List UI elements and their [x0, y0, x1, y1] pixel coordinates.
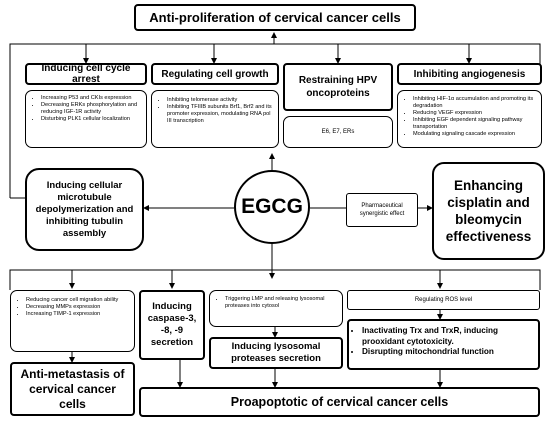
- list-item: Triggering LMP and releasing lysosomal p…: [225, 296, 338, 310]
- hpv-header: Restraining HPV oncoproteins: [283, 63, 393, 111]
- caspase-label: Inducing caspase-3, -8, -9 secretion: [147, 301, 197, 348]
- ros-box: Regulating ROS level: [347, 290, 540, 310]
- cell-cycle-list: Increasing P53 and CKIs expression Decre…: [30, 95, 142, 123]
- pharma-box: Pharmaceutical synergistic effect: [346, 193, 418, 227]
- list-item: Inhibiting TFIIIB subunits Brf1, Brf2 an…: [167, 104, 274, 125]
- cisplatin-box: Enhancing cisplatin and bleomycin effect…: [432, 162, 545, 260]
- angiogenesis-header-label: Inhibiting angiogenesis: [413, 68, 526, 80]
- list-item: Modulating signaling cascade expression: [413, 131, 537, 138]
- list-item: Increasing P53 and CKIs expression: [41, 95, 142, 102]
- cell-growth-header: Regulating cell growth: [151, 63, 279, 85]
- anti-metastasis-box: Anti-metastasis of cervical cancer cells: [10, 362, 135, 416]
- angiogenesis-list: Inhibiting HIF-1α accumulation and promo…: [402, 96, 537, 138]
- list-item: Decreasing MMPs expression: [26, 304, 130, 311]
- microtubule-box: Inducing cellular microtubule depolymeri…: [25, 168, 144, 251]
- top-title: Anti-proliferation of cervical cancer ce…: [149, 10, 401, 25]
- cisplatin-label: Enhancing cisplatin and bleomycin effect…: [445, 178, 532, 244]
- anti-metastasis-label: Anti-metastasis of cervical cancer cells: [20, 366, 125, 411]
- list-item: Inhibiting HIF-1α accumulation and promo…: [413, 96, 537, 110]
- list-item: Reducing cancer cell migration ability: [26, 297, 130, 304]
- hpv-list-box: E6, E7, ERs: [283, 116, 393, 148]
- egcg-label: EGCG: [241, 195, 303, 218]
- angiogenesis-header: Inhibiting angiogenesis: [397, 63, 542, 85]
- trx-list: Inactivating Trx and TrxR, inducing proo…: [353, 326, 534, 358]
- trx-box: Inactivating Trx and TrxR, inducing proo…: [347, 319, 540, 370]
- egcg-node: EGCG: [234, 170, 310, 244]
- list-item: Disturbing PLK1 cellular localization: [41, 116, 142, 123]
- lysosomal-label: Inducing lysosomal proteases secretion: [231, 341, 321, 364]
- caspase-box: Inducing caspase-3, -8, -9 secretion: [139, 290, 205, 360]
- migration-list-box: Reducing cancer cell migration ability D…: [10, 290, 135, 352]
- lysosomal-box: Inducing lysosomal proteases secretion: [209, 337, 343, 369]
- top-title-box: Anti-proliferation of cervical cancer ce…: [134, 4, 416, 31]
- top-bracket-line: [9, 43, 541, 198]
- bottom-bracket-line: [9, 269, 541, 290]
- hpv-header-label: Restraining HPV oncoproteins: [298, 75, 378, 99]
- cell-cycle-list-box: Increasing P53 and CKIs expression Decre…: [25, 90, 147, 148]
- list-item: Inactivating Trx and TrxR, inducing proo…: [362, 326, 534, 347]
- cell-growth-header-label: Regulating cell growth: [161, 68, 269, 80]
- list-item: Increasing TIMP-1 expression: [26, 311, 130, 318]
- cell-cycle-header-label: Inducing cell cycle arrest: [41, 63, 131, 85]
- list-item: Inhibiting EGF dependent signaling pathw…: [413, 117, 537, 131]
- ros-label: Regulating ROS level: [414, 297, 473, 303]
- lmp-list: Triggering LMP and releasing lysosomal p…: [214, 296, 338, 310]
- lmp-box: Triggering LMP and releasing lysosomal p…: [209, 290, 343, 327]
- list-item: Inhibiting telomerase activity: [167, 97, 274, 104]
- list-item: Decreasing ERKs phosphorylation and redu…: [41, 102, 142, 116]
- migration-list: Reducing cancer cell migration ability D…: [15, 297, 130, 318]
- bottom-title-box: Proapoptotic of cervical cancer cells: [139, 387, 540, 417]
- list-item: Reducing VEGF expression: [413, 110, 537, 117]
- angiogenesis-list-box: Inhibiting HIF-1α accumulation and promo…: [397, 90, 542, 148]
- cell-cycle-header: Inducing cell cycle arrest: [25, 63, 147, 85]
- list-item: Disrupting mitochondrial function: [362, 347, 534, 358]
- hpv-oncoproteins: E6, E7, ERs: [321, 129, 355, 135]
- bottom-title: Proapoptotic of cervical cancer cells: [230, 395, 449, 409]
- pharma-label: Pharmaceutical synergistic effect: [359, 203, 405, 217]
- microtubule-label: Inducing cellular microtubule depolymeri…: [35, 179, 134, 239]
- cell-growth-list-box: Inhibiting telomerase activity Inhibitin…: [151, 90, 279, 148]
- cell-growth-list: Inhibiting telomerase activity Inhibitin…: [156, 97, 274, 125]
